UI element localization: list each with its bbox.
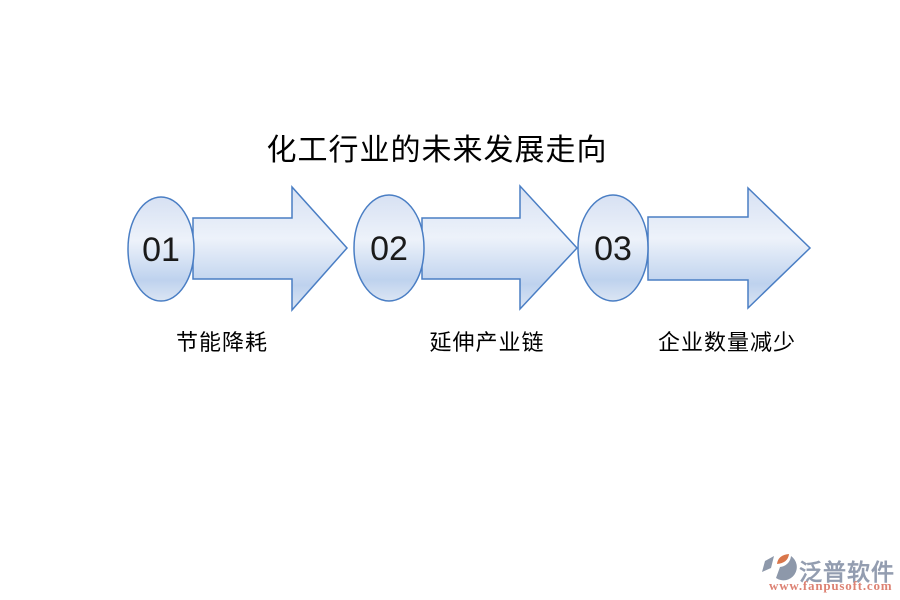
step-circle-2 (353, 194, 425, 302)
step-label-3: 企业数量减少 (657, 330, 796, 355)
diagram-title: 化工行业的未来发展走向 (266, 134, 608, 167)
arrow-icon-2 (421, 184, 579, 311)
step-label-1: 节能降耗 (175, 330, 268, 355)
watermark-url: www.fanpusoft.com (769, 578, 893, 593)
watermark-brand: 泛普软件 (799, 559, 895, 585)
arrow-icon-3 (647, 186, 812, 310)
arrow-icon-1 (192, 185, 349, 312)
watermark: 泛普软件 www.fanpusoft.com (762, 549, 894, 594)
step-label-2: 延伸产业链 (429, 330, 545, 355)
fanpu-logo-icon (762, 554, 797, 581)
step-circle-3 (577, 194, 649, 302)
step-number-1: 01 (142, 231, 180, 269)
step-number-3: 03 (594, 230, 632, 268)
step-circle-1 (127, 196, 195, 302)
step-number-2: 02 (370, 230, 408, 268)
